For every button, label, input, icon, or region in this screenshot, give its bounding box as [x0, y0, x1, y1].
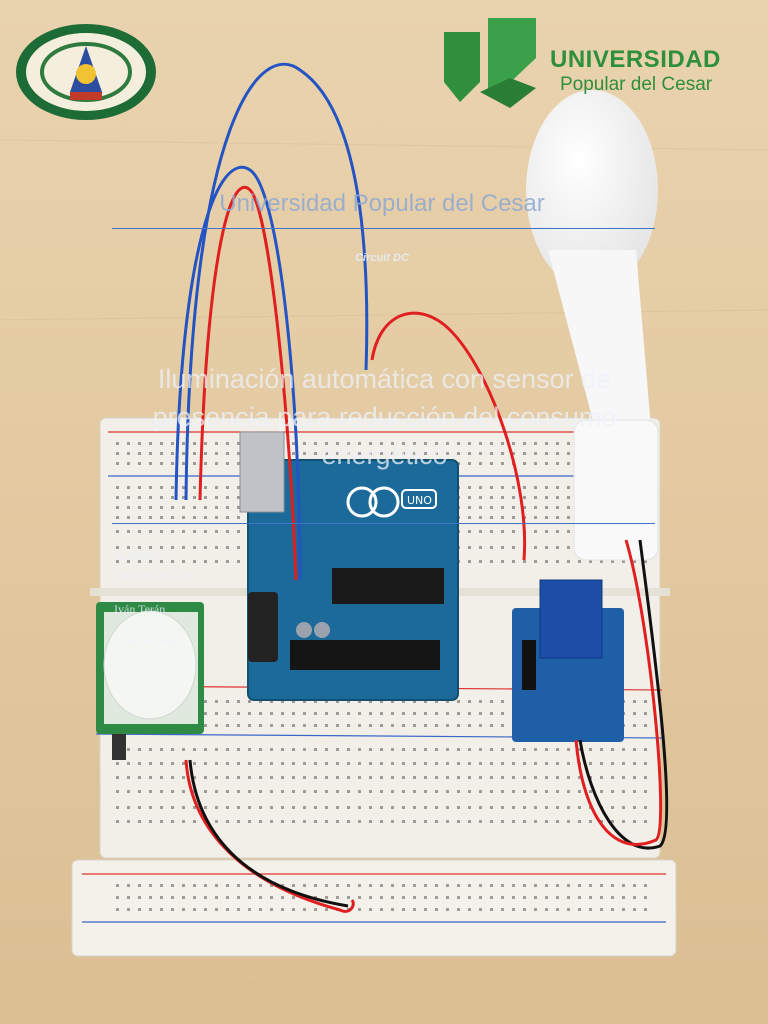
brand-name: UNIVERSIDAD: [550, 46, 721, 73]
light-bulb: [526, 90, 659, 561]
author-name: Iván Terán: [114, 602, 166, 616]
document-title: Iluminación automática con sensor de pre…: [152, 364, 617, 470]
author-name: Luis Escobar: [114, 634, 177, 648]
pir-sensor: [96, 602, 204, 760]
university-seal-logo: [16, 24, 156, 120]
relay-module: [512, 579, 624, 742]
institution-title: Universidad Popular del Cesar: [219, 190, 545, 217]
authors-label: Autores:: [114, 548, 163, 563]
title-rule: [112, 228, 655, 229]
board-label: UNO: [407, 494, 432, 507]
document-subtitle: Circuit DC: [355, 252, 409, 264]
title-rule-bottom: [112, 523, 655, 524]
brand-logo-mark: [444, 18, 536, 108]
jumper-wires: [174, 62, 669, 913]
brand-subtitle: Popular del Cesar: [560, 74, 713, 95]
author-name: Norberto Parodi: [114, 569, 192, 583]
